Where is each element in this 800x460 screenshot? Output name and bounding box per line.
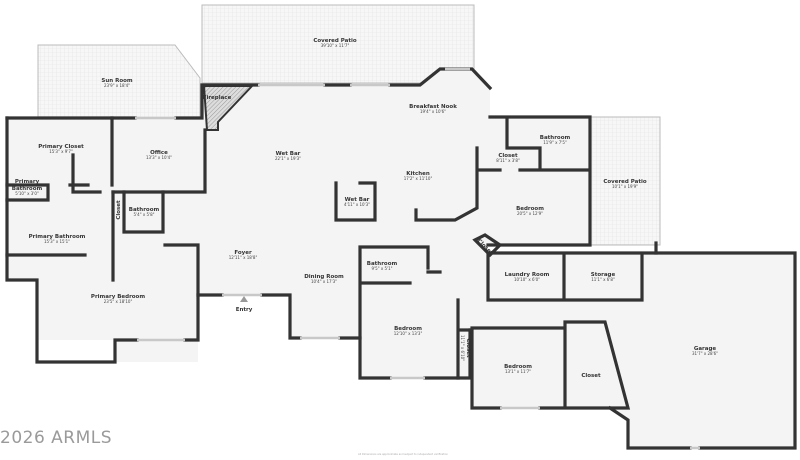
room-dims: 4'11" x 10'3" xyxy=(344,202,370,207)
room-label: Storage xyxy=(591,272,616,278)
room-dims: 23'9" x 18'4" xyxy=(104,83,130,88)
room-dims: 8'11" x 3'8" xyxy=(496,158,520,163)
room-label: Foyer xyxy=(234,250,252,256)
room-dims: 10'10" x 6'0" xyxy=(514,277,540,282)
room-label: Bathroom xyxy=(367,261,398,267)
room-label: Dining Room xyxy=(304,274,344,280)
room-dims: 20'5" x 12'9" xyxy=(517,211,543,216)
room-dims: 15'3" x 9'7" xyxy=(49,149,73,154)
room-label: Bedroom xyxy=(504,364,532,370)
disclaimer: All Dimensions are approximate and subje… xyxy=(358,453,448,456)
watermark: 2026 ARMLS xyxy=(0,428,113,448)
room-label: Closet xyxy=(116,200,122,220)
entry-arrow-icon xyxy=(240,296,248,302)
room-label: Kitchen xyxy=(406,171,430,177)
room-dims: 13'3" x 10'4" xyxy=(146,155,172,160)
room-dims: 10'1" x 19'9" xyxy=(612,184,638,189)
room-label: Wet Bar xyxy=(345,197,370,203)
room-dims: 15'3" x 15'1" xyxy=(44,239,70,244)
room-dims: 22'1" x 19'3" xyxy=(275,156,301,161)
covered-patio-top xyxy=(201,4,475,84)
room-dims: 12'10" x 13'3" xyxy=(394,331,423,336)
room-dims: 5'10" x 3'0" xyxy=(15,191,39,196)
room-label: Breakfast Nook xyxy=(409,104,457,110)
room-label: Covered Patio xyxy=(603,179,647,185)
room-label: Closet xyxy=(465,338,471,358)
room-label: Primary Bathroom xyxy=(29,234,86,240)
room-dims: 10'4" x 17'3" xyxy=(311,279,337,284)
room-dims: 39'10" x 11'7" xyxy=(321,43,350,48)
room-dims: 9'5" x 5'1" xyxy=(372,266,393,271)
room-label: Primary xyxy=(15,179,40,185)
room-label: Closet xyxy=(581,373,601,379)
room-dims: 12'11" x 18'8" xyxy=(229,255,258,260)
room-dims: 11'1" x 6'10" xyxy=(460,335,465,361)
room-label: Bathroom xyxy=(129,207,160,213)
room-dims: 31'7" x 28'6" xyxy=(692,351,718,356)
windows xyxy=(135,67,700,450)
room-label: Sun Room xyxy=(101,78,132,84)
house-floor xyxy=(7,69,795,448)
room-label: Bathroom xyxy=(540,135,571,141)
sun-room xyxy=(37,44,201,119)
room-label: Office xyxy=(150,150,168,156)
room-label: Bedroom xyxy=(516,206,544,212)
room-label: Garage xyxy=(694,346,717,352)
room-label: Covered Patio xyxy=(313,38,357,44)
room-label: Laundry Room xyxy=(505,272,550,278)
room-label: Wet Bar xyxy=(276,151,301,157)
walls xyxy=(5,67,797,450)
room-dims: 23'5" x 18'10" xyxy=(104,299,133,304)
room-dims: 17'2" x 11'10" xyxy=(404,176,433,181)
room-dims: 5'4" x 5'8" xyxy=(134,212,155,217)
entry-label: Entry xyxy=(236,307,253,313)
room-labels: Covered Patio 39'10" x 11'7" Sun Room 23… xyxy=(12,38,718,379)
room-label: Fireplace xyxy=(203,95,232,101)
room-label: Closet xyxy=(498,153,518,159)
room-label: Bathroom xyxy=(12,186,43,192)
room-dims: 19'4" x 10'6" xyxy=(420,109,446,114)
room-dims: 11'1" x 6'8" xyxy=(591,277,615,282)
room-dims: 11'9" x 7'5" xyxy=(543,140,567,145)
room-dims: 13'1" x 11'7" xyxy=(505,369,531,374)
room-label: Primary Bedroom xyxy=(91,294,145,300)
room-label: Bedroom xyxy=(394,326,422,332)
room-label: Primary Closet xyxy=(38,144,84,150)
